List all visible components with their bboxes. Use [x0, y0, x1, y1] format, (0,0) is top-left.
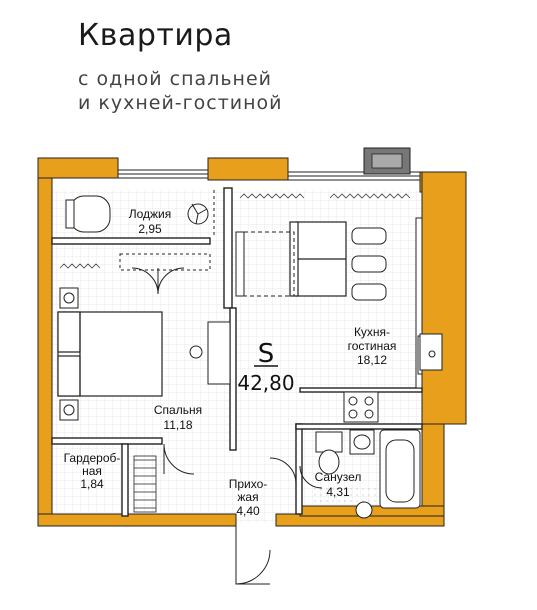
- loggia-door: [131, 267, 185, 295]
- loggia-area: 2,95: [138, 222, 162, 236]
- kitchen-counter: [343, 217, 443, 423]
- interior-doors: [163, 443, 323, 585]
- sofa: [289, 221, 347, 297]
- page-title: Квартира: [78, 18, 233, 53]
- bedroom-area: 11,18: [163, 418, 192, 432]
- room-labels: Лоджия 2,95 Кухня- гостиная 18,12 Спальн…: [64, 207, 397, 518]
- wardrobe-rack: [133, 455, 157, 513]
- total-area-symbol: S: [258, 339, 275, 369]
- hallway-area: 4,40: [236, 504, 260, 518]
- kitchen-area: 18,12: [357, 353, 387, 367]
- loggia-fixtures: [65, 190, 215, 236]
- bathroom-area: 4,31: [326, 485, 350, 499]
- exterior-walls: [37, 157, 467, 527]
- curtains: [59, 193, 411, 269]
- hallway-name-line1: Прихо-: [229, 477, 268, 491]
- bathroom-fixtures: [310, 429, 421, 519]
- dining-chairs: [351, 227, 387, 301]
- shower-corner: [189, 321, 231, 385]
- page-subtitle-line2: и кухней-гостиной: [78, 92, 283, 114]
- tv-stand: [235, 231, 295, 297]
- kitchen-name-line1: Кухня-: [354, 325, 390, 339]
- wardrobe-area: 1,84: [80, 477, 104, 491]
- windows: [117, 169, 421, 181]
- nightstands: [59, 287, 79, 421]
- page-subtitle-line1: с одной спальней: [78, 68, 272, 90]
- loggia-name: Лоджия: [129, 207, 172, 221]
- bed: [57, 311, 163, 397]
- interior-walls: [51, 187, 423, 517]
- bathroom-name: Санузел: [315, 470, 362, 484]
- wardrobe-name-line2: ная: [82, 464, 102, 478]
- bedroom-name: Спальня: [154, 403, 202, 417]
- kitchen-name-line2: гостиная: [348, 339, 397, 353]
- hallway-name-line2: жая: [237, 490, 258, 504]
- vent-grille: [371, 153, 403, 169]
- total-area-value: 42,80: [237, 371, 294, 395]
- wardrobe-name-line1: Гардероб-: [64, 451, 121, 465]
- bedroom-closet: [119, 253, 211, 271]
